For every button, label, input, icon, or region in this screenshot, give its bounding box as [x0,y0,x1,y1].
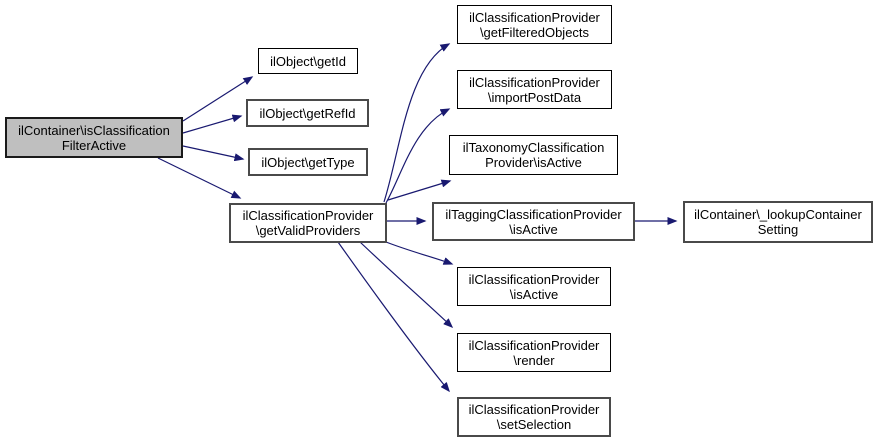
edge-getvalidproviders-to-render [359,241,454,329]
edge-start-to-getrefid [182,114,243,134]
node-iltaggingclassificationprovider-isactive[interactable]: ilTaggingClassificationProvider \isActiv… [432,202,635,241]
node-ilclassificationprovider-render[interactable]: ilClassificationProvider \render [457,333,611,372]
edge-start-to-getid [182,76,254,122]
node-ilobject-getid[interactable]: ilObject\getId [258,48,358,74]
node-ilcontainer-lookupcontainersetting[interactable]: ilContainer\_lookupContainer Setting [683,201,873,243]
edge-getvalidproviders-to-getfilteredobjects [383,43,451,203]
node-ilclassificationprovider-isactive[interactable]: ilClassificationProvider \isActive [457,267,611,306]
edge-getvalidproviders-to-taxonomyisactive [387,179,452,201]
edge-getvalidproviders-to-importpostdata [385,108,451,204]
edge-start-to-gettype [182,145,245,162]
node-ilclassificationprovider-importpostdata[interactable]: ilClassificationProvider \importPostData [457,70,612,109]
edge-getvalidproviders-to-setselection [337,241,450,393]
node-ilclassificationprovider-setselection[interactable]: ilClassificationProvider \setSelection [457,397,611,437]
node-iltaxonomyclassificationprovider-isactive[interactable]: ilTaxonomyClassification Provider\isActi… [449,135,618,175]
edge-getvalidproviders-to-isactive [385,241,454,265]
node-ilcontainer-isclassificationfilteractive: ilContainer\isClassification FilterActiv… [5,117,183,158]
node-ilclassificationprovider-getfilteredobjects[interactable]: ilClassificationProvider \getFilteredObj… [457,5,612,44]
node-ilclassificationprovider-getvalidproviders[interactable]: ilClassificationProvider \getValidProvid… [229,203,387,243]
node-ilobject-gettype[interactable]: ilObject\getType [248,148,368,176]
node-ilobject-getrefid[interactable]: ilObject\getRefId [246,99,369,127]
edge-start-to-getvalidproviders [157,157,242,199]
